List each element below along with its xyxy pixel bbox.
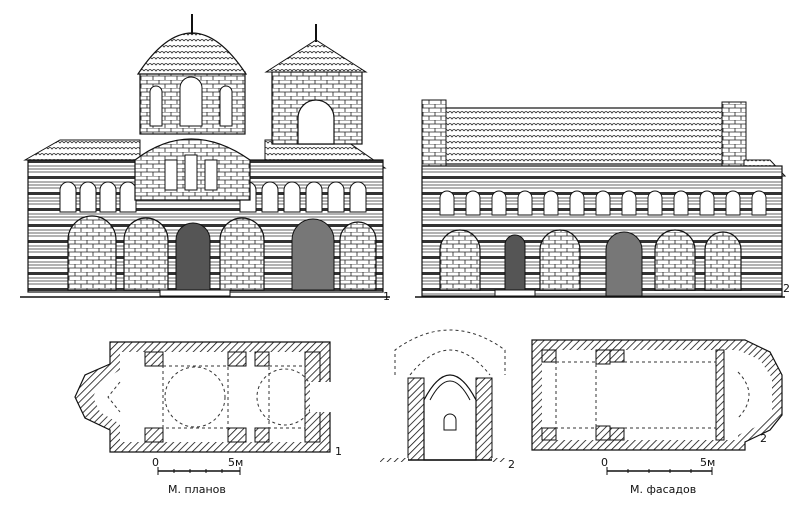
plan-2-label: 2 (760, 432, 767, 445)
section-2: 2 (380, 329, 515, 471)
plan-1-label: 1 (335, 445, 342, 458)
plans-scale-zero: 0 (152, 456, 159, 469)
facades-scale-end: 5м (700, 456, 715, 469)
facade-1-label: 1 (383, 290, 390, 303)
plans-scale-bar: 0 5м М. планов (152, 456, 243, 496)
plans-scale-caption: М. планов (168, 483, 226, 496)
facades-scale-bar: 0 5м М. фасадов (601, 456, 715, 496)
facade-2: 2 (415, 99, 790, 298)
facades-scale-caption: М. фасадов (630, 483, 696, 496)
plan-1: 1 0 5м М. планов (74, 341, 342, 496)
plans-scale-end: 5м (228, 456, 243, 469)
facade-2-label: 2 (783, 282, 790, 295)
section-2-label: 2 (508, 458, 515, 471)
plan-2: 2 0 5м М. фасадов (531, 339, 783, 496)
facades-scale-zero: 0 (601, 456, 608, 469)
facade-1: 1 (20, 14, 390, 303)
